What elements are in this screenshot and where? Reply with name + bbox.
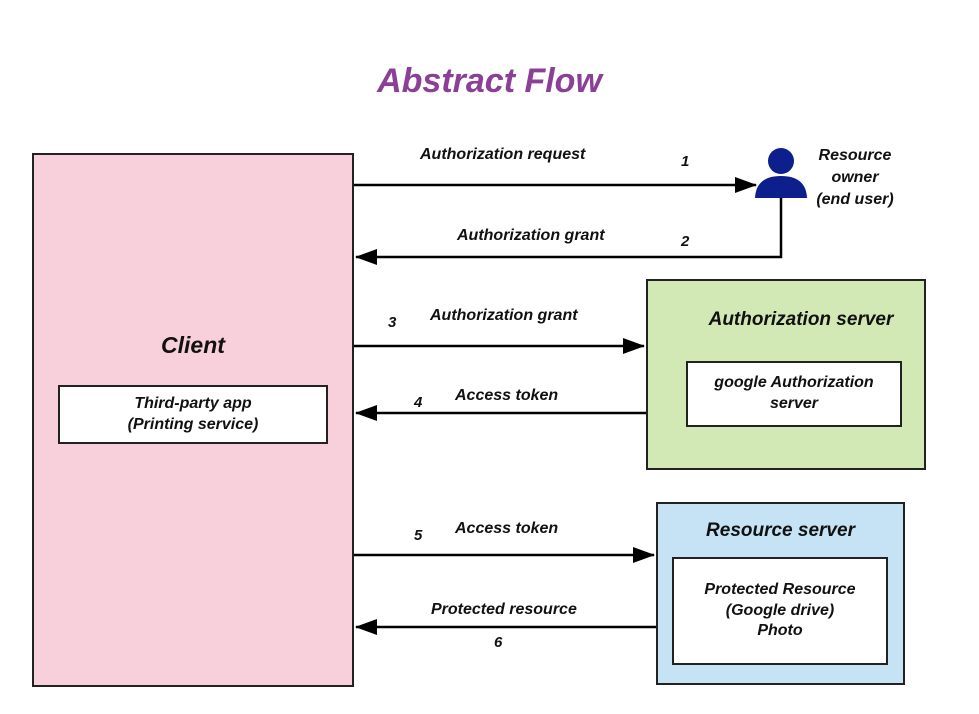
client-title: Client bbox=[161, 332, 225, 358]
step-4-number: 4 bbox=[414, 394, 423, 411]
step-5-label: Access token bbox=[455, 520, 559, 537]
protected-resource-line1: Protected Resource bbox=[704, 580, 856, 598]
diagram-title: Abstract Flow bbox=[377, 62, 602, 100]
step-2-number: 2 bbox=[681, 233, 690, 250]
person-icon bbox=[755, 148, 807, 198]
step-3-label: Authorization grant bbox=[430, 307, 578, 324]
resource-owner-line3: (end user) bbox=[816, 191, 894, 208]
resource-owner-label: Resource owner (end user) bbox=[807, 145, 903, 211]
protected-resource-line2: (Google drive) bbox=[725, 601, 835, 619]
step-6-label: Protected resource bbox=[431, 601, 577, 618]
step-6-number: 6 bbox=[494, 634, 503, 651]
resource-owner-line2: owner bbox=[831, 169, 879, 186]
printing-service-label: (Printing service) bbox=[127, 415, 259, 433]
arrow-step-2 bbox=[355, 198, 783, 265]
step-2-label: Authorization grant bbox=[457, 227, 605, 244]
protected-resource-line3: Photo bbox=[757, 622, 803, 640]
google-auth-line2: server bbox=[769, 395, 819, 412]
third-party-app-box: Third-party app (Printing service) bbox=[58, 385, 328, 444]
resource-owner-line1: Resource bbox=[818, 147, 892, 164]
step-1-label: Authorization request bbox=[420, 146, 586, 163]
authorization-server-title: Authorization server bbox=[708, 309, 894, 330]
step-1-number: 1 bbox=[681, 153, 690, 170]
third-party-app-label: Third-party app bbox=[134, 394, 252, 412]
google-auth-line1: google Authorization bbox=[714, 374, 874, 392]
step-4-label: Access token bbox=[455, 387, 559, 404]
google-authorization-server-box: google Authorization server bbox=[686, 361, 902, 427]
step-5-number: 5 bbox=[414, 527, 423, 544]
resource-server-title: Resource server bbox=[706, 520, 855, 541]
step-3-number: 3 bbox=[388, 314, 397, 331]
protected-resource-box: Protected Resource (Google drive) Photo bbox=[672, 557, 888, 665]
